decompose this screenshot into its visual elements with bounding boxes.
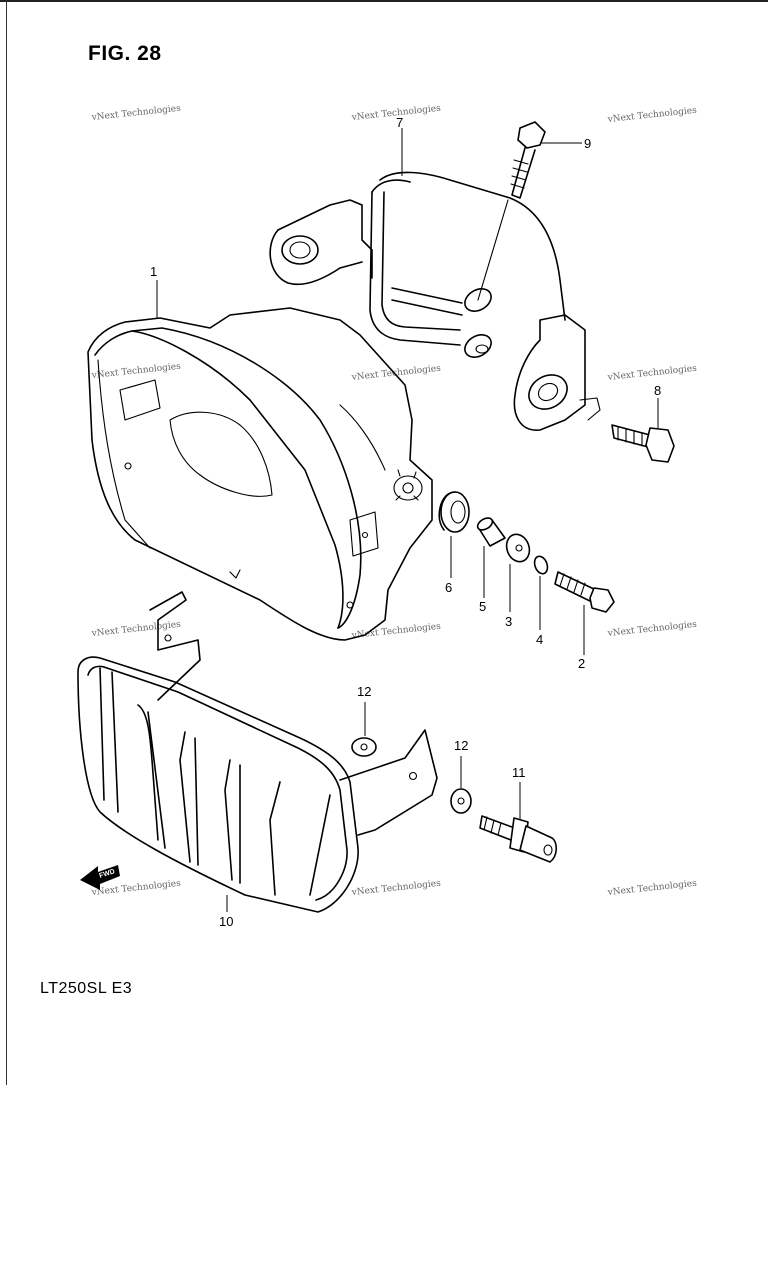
headlight-housing-drawing (87, 307, 433, 641)
watermark: vNext Technologies (350, 879, 441, 898)
stud-bolt-11-drawing (479, 815, 558, 863)
watermark: vNext Technologies (606, 620, 697, 639)
watermark: vNext Technologies (350, 622, 441, 641)
watermark: vNext Technologies (90, 104, 181, 123)
bolt-9-drawing (477, 121, 546, 301)
model-code: LT250SL E3 (40, 980, 133, 997)
part-label-7: 7 (396, 115, 403, 130)
collar-5-drawing (476, 517, 506, 547)
washer-12-drawing (351, 737, 472, 814)
part-label-12-upper: 12 (357, 684, 371, 699)
part-label-3: 3 (505, 614, 512, 629)
leader-lines (156, 128, 659, 912)
part-label-12-lower: 12 (454, 738, 468, 753)
part-label-8: 8 (654, 383, 661, 398)
part-label-11: 11 (512, 765, 526, 780)
part-label-6: 6 (445, 580, 452, 595)
part-label-1: 1 (150, 264, 157, 279)
part-labels: 1 2 3 4 5 6 7 8 9 10 11 12 12 (150, 115, 661, 929)
grommet-6-drawing (438, 491, 470, 533)
part-label-9: 9 (584, 136, 591, 151)
watermark: vNext Technologies (606, 106, 697, 125)
watermark: vNext Technologies (350, 364, 441, 383)
part-label-10: 10 (219, 914, 233, 929)
upper-bracket-drawing (269, 171, 601, 431)
washer-3-drawing (505, 533, 531, 563)
figure-title: FIG. 28 (88, 42, 162, 65)
fwd-label: FWD (98, 868, 115, 880)
lock-washer-4-drawing (533, 555, 549, 575)
watermark: vNext Technologies (606, 364, 697, 383)
watermark: vNext Technologies (90, 362, 181, 381)
watermark: vNext Technologies (90, 620, 181, 639)
watermark: vNext Technologies (606, 879, 697, 898)
bolt-2-drawing (554, 571, 615, 613)
lower-guard-drawing (77, 591, 438, 913)
part-label-2: 2 (578, 656, 585, 671)
bolt-8-drawing (611, 424, 675, 463)
fwd-arrow-icon: FWD (80, 865, 120, 890)
top-border (0, 0, 768, 2)
part-label-4: 4 (536, 632, 543, 647)
part-label-5: 5 (479, 599, 486, 614)
left-border (6, 0, 7, 1085)
